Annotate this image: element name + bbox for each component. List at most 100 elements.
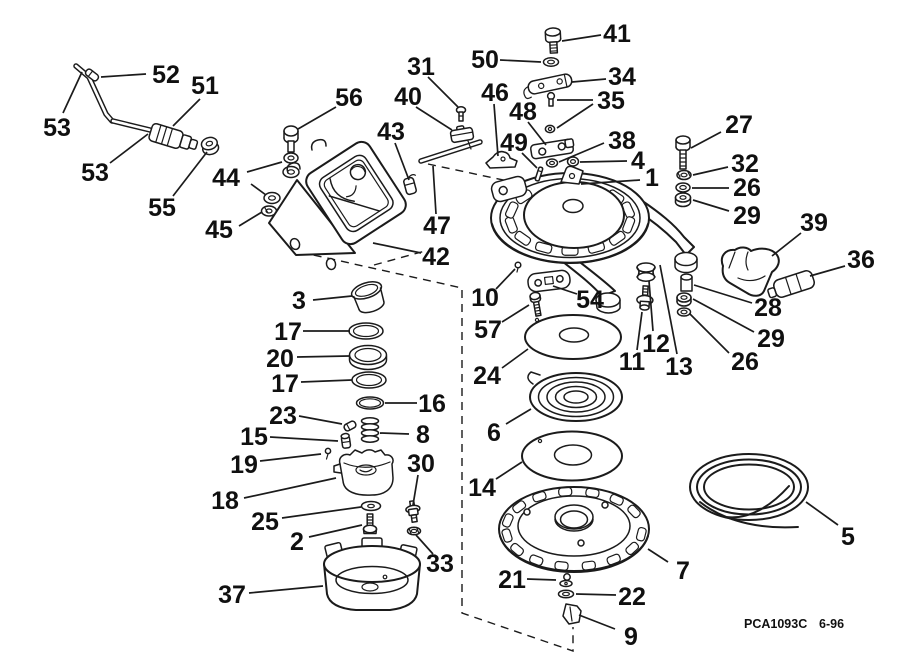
leader-line [527, 121, 547, 146]
leader-line [771, 232, 802, 257]
leader-line [805, 501, 839, 526]
leader-line [499, 59, 542, 63]
part-ring-16 [355, 396, 385, 410]
leader-line [427, 76, 459, 108]
part-label-19: 19 [230, 451, 258, 479]
part-bracket-48 [529, 138, 575, 160]
leader-line [100, 73, 147, 78]
leader-line [372, 242, 422, 254]
part-bolt-30 [405, 500, 421, 523]
part-screw-11 [636, 285, 654, 311]
leader-line [243, 477, 337, 499]
part-label-18: 18 [211, 487, 239, 515]
part-pin-19 [324, 447, 332, 460]
leader-line [526, 578, 557, 581]
leader-line [580, 179, 641, 185]
leader-line [692, 298, 755, 333]
part-label-45: 45 [205, 216, 233, 244]
part-bolt-41 [544, 27, 562, 54]
part-screw-57 [529, 291, 542, 317]
part-cam-18 [333, 449, 394, 496]
part-label-57: 57 [474, 316, 502, 344]
leader-line [172, 151, 208, 197]
part-cover-42 [268, 138, 407, 271]
part-label-27: 27 [725, 111, 753, 139]
part-label-11: 11 [619, 348, 646, 376]
part-pawl-pin-21 [559, 573, 573, 588]
part-screw-31 [455, 106, 467, 122]
part-label-47: 47 [423, 212, 451, 240]
assembly-boundary-dashed [299, 163, 574, 652]
leader-line [693, 284, 753, 304]
leader-line [248, 585, 324, 594]
part-label-26: 26 [731, 348, 759, 376]
part-label-25: 25 [251, 508, 279, 536]
part-plunger-15 [340, 432, 352, 449]
part-label-29: 29 [733, 202, 761, 230]
leader-line [312, 295, 353, 301]
part-starter-rope-5 [689, 453, 809, 529]
leader-line [109, 133, 149, 164]
part-rope-anchor-36 [767, 270, 815, 299]
leader-line [521, 152, 538, 169]
leader-line [692, 166, 729, 176]
part-label-4: 4 [631, 147, 645, 175]
part-washer-26b [676, 307, 692, 317]
part-label-41: 41 [603, 20, 631, 48]
part-pawl-46 [485, 150, 518, 169]
part-pin-35 [546, 91, 556, 107]
part-pin-23 [343, 420, 357, 432]
leader-line [62, 71, 83, 114]
part-label-48: 48 [509, 98, 537, 126]
part-label-54: 54 [576, 286, 604, 314]
part-bobbin-12 [636, 262, 656, 282]
leader-line [415, 106, 453, 131]
part-nut-29b [676, 292, 692, 307]
part-label-20: 20 [266, 345, 294, 373]
part-spacer-28 [680, 273, 693, 292]
leader-line [300, 379, 353, 383]
part-ring-17a [348, 322, 384, 340]
part-label-40: 40 [394, 83, 422, 111]
part-label-42: 42 [422, 243, 450, 271]
leader-line [659, 264, 678, 355]
part-label-15: 15 [240, 423, 268, 451]
part-cable-51 [110, 118, 199, 150]
part-washer-26a [675, 182, 691, 193]
footer-part-code: PCA1093C [744, 617, 807, 631]
part-ring-20 [348, 344, 388, 371]
leader-line [412, 474, 419, 506]
part-label-2: 2 [290, 528, 304, 556]
part-friction-disc-24 [524, 314, 622, 360]
part-label-3: 3 [292, 287, 306, 315]
leader-line [575, 593, 617, 596]
leader-line [647, 548, 669, 563]
part-label-5: 5 [841, 523, 855, 551]
part-label-1: 1 [645, 164, 659, 192]
leader-line [172, 98, 201, 127]
part-pin-10 [514, 261, 522, 273]
leader-line [495, 461, 523, 480]
part-lockout-rod [73, 63, 115, 124]
part-nut-55 [200, 136, 220, 156]
part-label-35: 35 [597, 87, 625, 115]
part-label-9: 9 [624, 623, 638, 651]
part-label-17: 17 [271, 370, 299, 398]
part-bushing-35 [544, 124, 556, 134]
part-washer-38 [545, 158, 559, 168]
part-locknut-33 [406, 526, 422, 536]
leader-line [493, 103, 499, 157]
part-label-10: 10 [471, 284, 499, 312]
part-label-51: 51 [191, 72, 219, 100]
leader-line [296, 355, 350, 358]
leader-line [259, 453, 322, 462]
footer-date-code: 6-96 [819, 617, 844, 631]
part-label-16: 16 [418, 390, 446, 418]
leader-line [269, 436, 339, 442]
leader-line [809, 265, 846, 277]
part-label-56: 56 [335, 84, 363, 112]
part-washer-25 [360, 500, 382, 512]
leader-line [689, 313, 730, 354]
